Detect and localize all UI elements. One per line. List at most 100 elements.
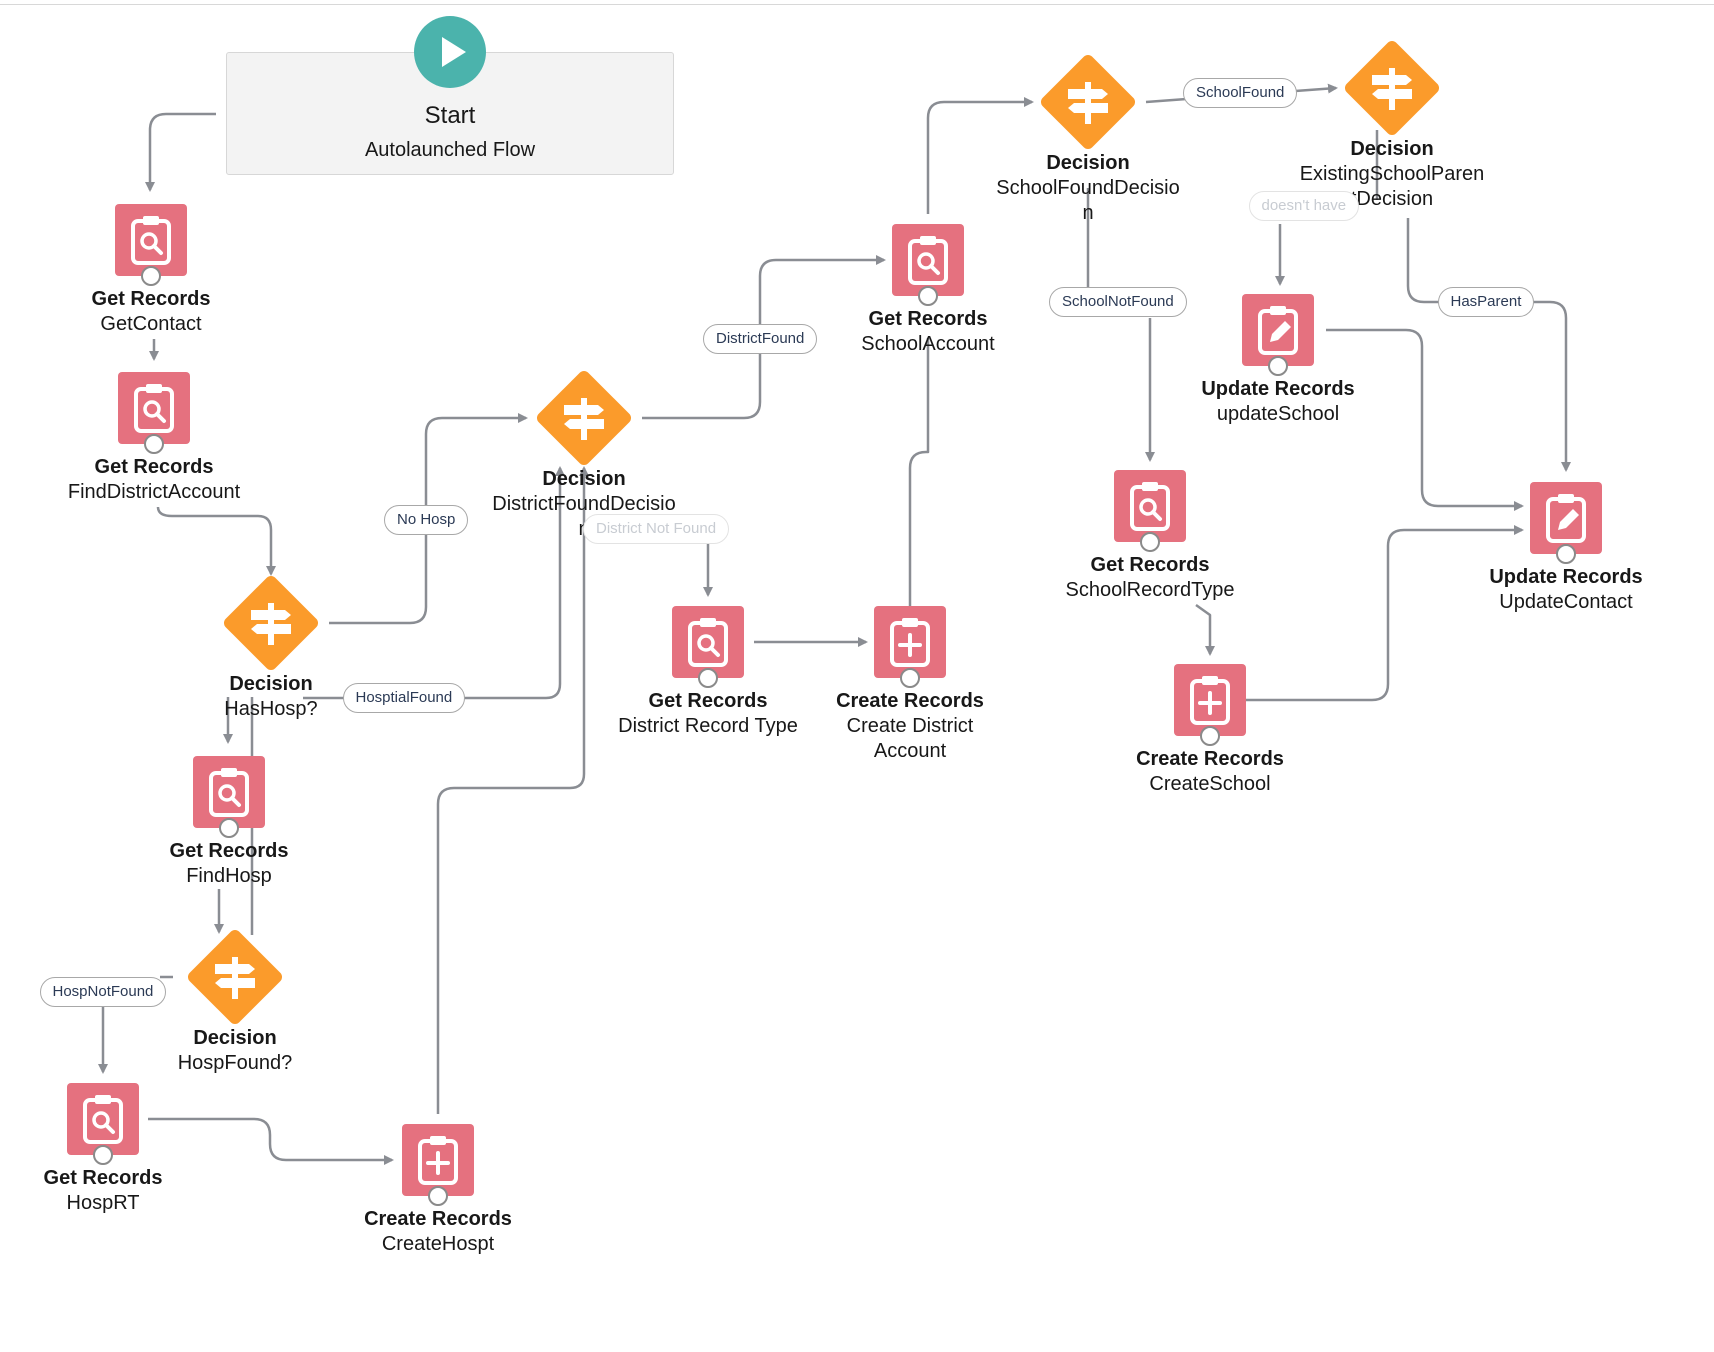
decision-records-icon [564,398,604,440]
create-records-icon [890,618,930,667]
node-connector[interactable] [144,434,164,454]
node-type-label: Get Records [648,690,768,712]
get-records-icon [83,1095,123,1144]
decision-records-icon [251,603,291,645]
node-type-label: Get Records [91,288,211,310]
node-api-name: SchoolRecordType [1065,579,1235,601]
update-records-node-icon[interactable] [1242,294,1314,366]
edge-label-has-parent[interactable]: HasParent [1437,287,1535,317]
create-records-node-icon[interactable] [874,606,946,678]
decision-node-icon[interactable] [1342,38,1442,138]
create-records-node-icon[interactable] [402,1124,474,1196]
node-connector[interactable] [141,266,161,286]
node-type-label: Decision [1046,152,1130,174]
node-api-name: HospFound? [177,1052,293,1074]
edge-hashosp-hosptialfound [303,466,565,700]
node-type-label: Create Records [364,1208,512,1230]
node-api-name: updateSchool [1216,403,1340,425]
edge-label-doesnt-have[interactable]: doesn't have [1248,191,1360,221]
get-records-node-icon[interactable] [1114,470,1186,542]
edge-label-hosp-not-found[interactable]: HospNotFound [39,977,167,1007]
node-type-label: Update Records [1489,566,1643,588]
node-api-name: SchoolFoundDecisio n [996,177,1180,224]
get-records-node-icon[interactable] [118,372,190,444]
node-api-name: HospRT [66,1192,140,1214]
node-type-label: Create Records [1136,748,1284,770]
get-records-node-icon[interactable] [115,204,187,276]
create-records-icon [418,1136,458,1185]
get-records-icon [134,384,174,433]
get-records-node-icon[interactable] [672,606,744,678]
edge-label-school-not-found[interactable]: SchoolNotFound [1049,287,1187,317]
edge-start-getcontact [145,112,216,192]
node-api-name: Create District Account [846,715,974,762]
get-records-node-icon[interactable] [892,224,964,296]
decision-records-icon [215,957,255,999]
node-type-label: Create Records [836,690,984,712]
create-records-icon [1190,676,1230,725]
start-subtitle: Autolaunched Flow [364,139,536,161]
node-api-name: ExistingSchoolParen tDecision [1299,163,1485,210]
node-type-label: Decision [193,1027,277,1049]
get-records-node-icon[interactable] [67,1083,139,1155]
edge-label-school-found[interactable]: SchoolFound [1183,78,1298,108]
play-icon[interactable] [414,16,486,88]
node-api-name: GetContact [100,313,202,335]
node-api-name: FindHosp [186,865,272,887]
node-type-label: Get Records [1090,554,1210,576]
node-api-name: HasHosp? [224,698,318,720]
edge-label-district-not-found[interactable]: District Not Found [583,514,730,544]
node-connector[interactable] [918,286,938,306]
update-records-icon [1546,494,1586,543]
get-records-icon [908,236,948,285]
get-records-node-icon[interactable] [193,756,265,828]
edge-label-no-hosp[interactable]: No Hosp [384,505,469,535]
node-type-label: Get Records [169,840,289,862]
edge-existingparent-hasparent [1406,218,1571,472]
node-type-label: Get Records [94,456,214,478]
decision-node-icon[interactable] [1038,52,1138,152]
edge-createhospt-district [436,466,589,1114]
node-api-name: FindDistrictAccount [67,481,241,503]
node-connector[interactable] [219,818,239,838]
edge-hosprt-createhospt [148,1117,394,1165]
decision-node-icon[interactable] [221,573,321,673]
edge-createschool-updatecontact [1242,525,1524,702]
decision-records-icon [1372,68,1412,110]
edge-createdistrict-schoolaccount [908,338,930,607]
update-records-node-icon[interactable] [1530,482,1602,554]
get-records-icon [1130,482,1170,531]
decision-node-icon[interactable] [534,368,634,468]
edge-schoolaccount-schoolfound [926,97,1034,214]
node-connector[interactable] [1140,532,1160,552]
update-records-icon [1258,306,1298,355]
node-type-label: Update Records [1201,378,1355,400]
create-records-node-icon[interactable] [1174,664,1246,736]
node-connector[interactable] [93,1145,113,1165]
node-connector[interactable] [1556,544,1576,564]
node-connector[interactable] [1268,356,1288,376]
edge-schoolrt-createschool [1195,603,1215,656]
node-connector[interactable] [1200,726,1220,746]
node-connector[interactable] [698,668,718,688]
edge-updateschool-updatecontact [1326,328,1524,511]
get-records-icon [688,618,728,667]
node-connector[interactable] [428,1186,448,1206]
edge-label-hosptial-found[interactable]: HosptialFound [342,683,466,713]
node-api-name: CreateHospt [381,1233,495,1255]
node-type-label: Decision [542,468,626,490]
node-type-label: Get Records [43,1167,163,1189]
get-records-icon [131,216,171,265]
decision-records-icon [1068,82,1108,124]
node-type-label: Get Records [868,308,988,330]
node-api-name: CreateSchool [1149,773,1271,795]
decision-node-icon[interactable] [185,927,285,1027]
node-type-label: Decision [229,673,313,695]
node-connector[interactable] [900,668,920,688]
node-type-label: Decision [1350,138,1434,160]
start-title: Start [424,102,476,129]
get-records-icon [209,768,249,817]
node-api-name: District Record Type [618,715,798,737]
top-divider [0,4,1714,5]
edge-label-district-found[interactable]: DistrictFound [703,324,818,354]
